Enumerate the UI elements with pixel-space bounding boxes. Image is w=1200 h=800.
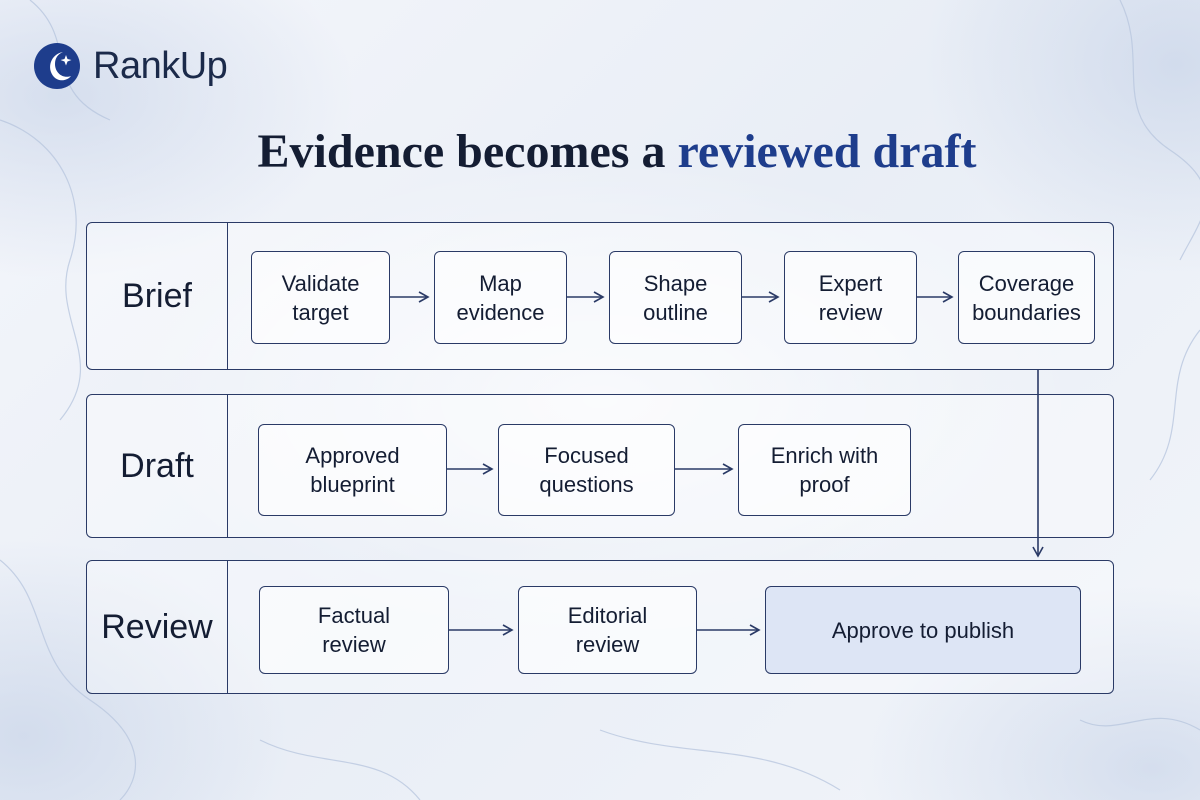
- brand-name: RankUp: [93, 44, 228, 87]
- step-coverage-boundaries: Coverage boundaries: [958, 251, 1095, 344]
- lane-draft-label-cell: Draft: [87, 395, 228, 537]
- step-enrich-with-proof: Enrich with proof: [738, 424, 911, 516]
- title-highlight: reviewed draft: [677, 125, 977, 178]
- lane-label-draft: Draft: [120, 446, 194, 485]
- step-expert-review: Expert review: [784, 251, 917, 344]
- step-approved-blueprint: Approved blueprint: [258, 424, 447, 516]
- title-prefix: Evidence becomes a: [257, 125, 678, 178]
- step-factual-review: Factual review: [259, 586, 449, 674]
- step-map-evidence: Map evidence: [434, 251, 567, 344]
- step-focused-questions: Focused questions: [498, 424, 675, 516]
- lane-review-label-cell: Review: [87, 561, 228, 693]
- step-approve-to-publish: Approve to publish: [765, 586, 1081, 674]
- step-editorial-review: Editorial review: [518, 586, 697, 674]
- step-validate-target: Validate target: [251, 251, 390, 344]
- lane-label-review: Review: [101, 607, 213, 646]
- lane-brief-label-cell: Brief: [87, 223, 228, 369]
- lane-label-brief: Brief: [122, 276, 192, 315]
- brand-logo[interactable]: RankUp: [33, 38, 228, 94]
- crescent-star-icon: [34, 43, 80, 89]
- step-shape-outline: Shape outline: [609, 251, 742, 344]
- page-title: Evidence becomes a reviewed draft: [0, 124, 1200, 179]
